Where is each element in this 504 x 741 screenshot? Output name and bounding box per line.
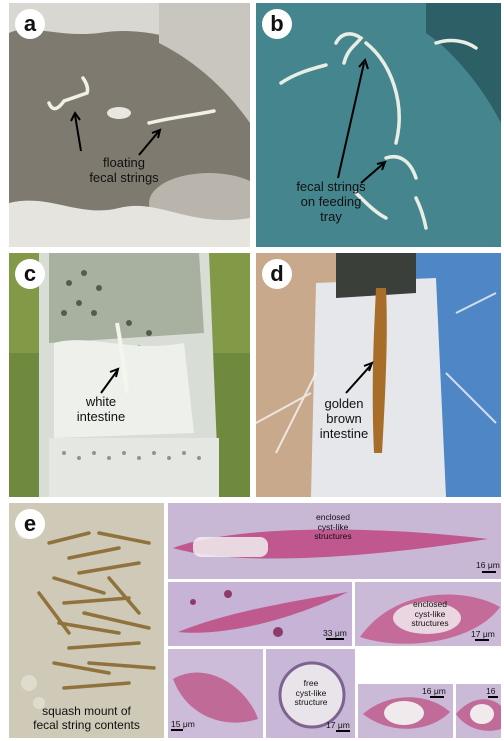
- scale-label-mid-left: 33 μm: [323, 628, 347, 638]
- white-intestine-photo: [9, 253, 250, 497]
- micrograph-mid-left: 33 μm: [168, 582, 352, 646]
- micrograph-bottom-2-label: free cyst-like structure: [294, 678, 328, 707]
- micrograph-bottom-1-photo: [168, 649, 263, 738]
- scale-bar-bottom-3: [430, 696, 444, 698]
- panel-c: c white intestine: [9, 253, 250, 497]
- panel-e-label: squash mount of fecal string contents: [33, 704, 140, 732]
- panel-b-label: fecal strings on feeding tray: [296, 179, 366, 224]
- scale-bar-bottom-1: [171, 729, 183, 731]
- panel-letter-c: c: [15, 259, 45, 289]
- panel-letter-d: d: [262, 259, 292, 289]
- floating-fecal-strings-photo: [9, 3, 250, 247]
- scale-label-mid-right: 17 μm: [471, 629, 495, 639]
- micrograph-top: enclosed cyst-like structures 16 μm: [168, 503, 501, 579]
- scale-label-bottom-4: 16: [486, 686, 496, 696]
- squash-mount-photo: [9, 503, 164, 738]
- scale-label-bottom-1: 15 μm: [171, 719, 195, 729]
- panel-letter-e: e: [15, 509, 45, 539]
- micrograph-bottom-3: 16 μm: [358, 684, 453, 738]
- scale-label-top: 16 μm: [476, 560, 500, 570]
- micrograph-mid-right-photo: [355, 582, 501, 646]
- micrograph-bottom-2: free cyst-like structure 17 μm: [266, 649, 355, 738]
- panel-a: a floating fecal strings: [9, 3, 250, 247]
- micrograph-bottom-4: 16: [456, 684, 501, 738]
- micrograph-bottom-4-photo: [456, 684, 501, 738]
- panel-letter-b: b: [262, 9, 292, 39]
- micrograph-bottom-3-photo: [358, 684, 453, 738]
- micrograph-top-photo: [168, 503, 501, 579]
- micrograph-bottom-1: 15 μm: [168, 649, 263, 738]
- scale-label-bottom-2: 17 μm: [326, 720, 350, 730]
- panel-letter-a: a: [15, 9, 45, 39]
- panel-a-label: floating fecal strings: [89, 155, 159, 185]
- micrograph-mid-right: enclosed cyst-like structures 17 μm: [355, 582, 501, 646]
- panel-e-squash-mount: e squash mount of fecal string contents: [9, 503, 164, 738]
- scale-label-bottom-3: 16 μm: [422, 686, 446, 696]
- scale-bar-bottom-2: [336, 730, 350, 732]
- scale-bar-bottom-4: [488, 696, 498, 698]
- panel-d-label: golden brown intestine: [319, 396, 369, 441]
- micrograph-top-label: enclosed cyst-like structures: [314, 512, 352, 541]
- golden-brown-intestine-photo: [256, 253, 501, 497]
- micrograph-mid-left-photo: [168, 582, 352, 646]
- scale-bar-top: [482, 571, 496, 573]
- scale-bar-mid-left: [326, 638, 344, 640]
- panel-d: d golden brown intestine: [256, 253, 501, 497]
- fecal-strings-on-tray-photo: [256, 3, 501, 247]
- micrograph-mid-right-label: enclosed cyst-like structures: [411, 599, 449, 628]
- scale-bar-mid-right: [475, 639, 489, 641]
- panel-b: b fecal strings on feeding tray: [256, 3, 501, 247]
- micrograph-bottom-2-photo: [266, 649, 355, 738]
- panel-c-label: white intestine: [76, 394, 126, 424]
